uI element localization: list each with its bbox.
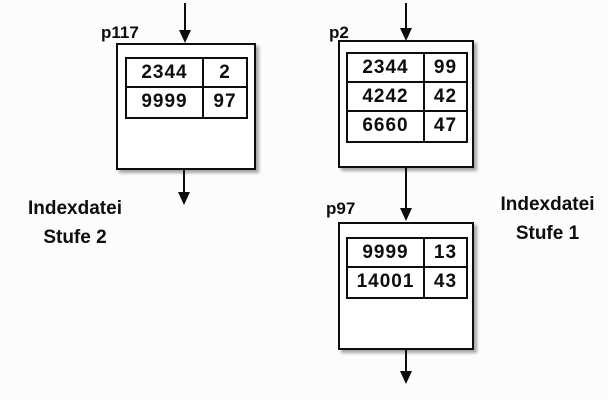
arrow-down-icon [178,192,190,205]
caption-indexdatei-stufe-1: Indexdatei Stufe 1 [490,190,605,248]
pointer-cell: 43 [433,271,458,292]
index-entry-row: 2344 99 [348,54,466,83]
key-cell: 14001 [348,268,425,297]
page-label-p117: p117 [101,23,139,42]
arrow-line [405,3,407,29]
caption-indexdatei-stufe-2: Indexdatei Stufe 2 [14,194,136,252]
pointer-cell: 13 [433,242,458,263]
index-entry-table-p97: 9999 13 14001 43 [346,237,468,299]
page-label-p2: p2 [329,23,349,42]
key-cell: 9999 [348,239,425,266]
index-entry-row: 9999 13 [348,239,466,268]
index-entry-row: 4242 42 [348,83,466,112]
arrow-down-icon [400,371,412,384]
pointer-cell: 2 [219,62,231,83]
arrow-line [183,170,185,193]
key-cell: 9999 [127,88,204,117]
pointer-cell: 99 [433,57,458,78]
caption-line: Stufe 2 [43,227,107,248]
index-page-box-p97: 9999 13 14001 43 [338,222,474,350]
index-entry-row: 2344 2 [127,59,246,88]
caption-line: Indexdatei [28,198,122,219]
index-entry-row: 9999 97 [127,88,246,117]
index-entry-row: 6660 47 [348,112,466,141]
index-entry-row: 14001 43 [348,268,466,297]
pointer-cell: 42 [433,86,458,107]
key-cell: 2344 [348,54,425,81]
caption-line: Indexdatei [500,194,595,215]
pointer-cell: 97 [213,91,237,112]
arrow-line [405,350,407,372]
arrow-down-icon [400,208,412,221]
arrow-line [405,168,407,209]
index-page-box-p117: 2344 2 9999 97 [116,43,256,170]
arrow-line [184,3,186,31]
pointer-cell: 47 [433,115,458,136]
index-page-box-p2: 2344 99 4242 42 6660 47 [338,40,474,168]
caption-line: Stufe 1 [515,223,580,244]
arrow-down-icon [179,30,191,43]
page-label-p97: p97 [326,199,356,218]
arrow-down-icon [400,28,412,41]
index-entry-table-p2: 2344 99 4242 42 6660 47 [346,52,468,143]
key-cell: 4242 [348,83,425,110]
key-cell: 2344 [127,59,204,86]
key-cell: 6660 [348,112,425,141]
index-entry-table-p117: 2344 2 9999 97 [125,57,248,119]
